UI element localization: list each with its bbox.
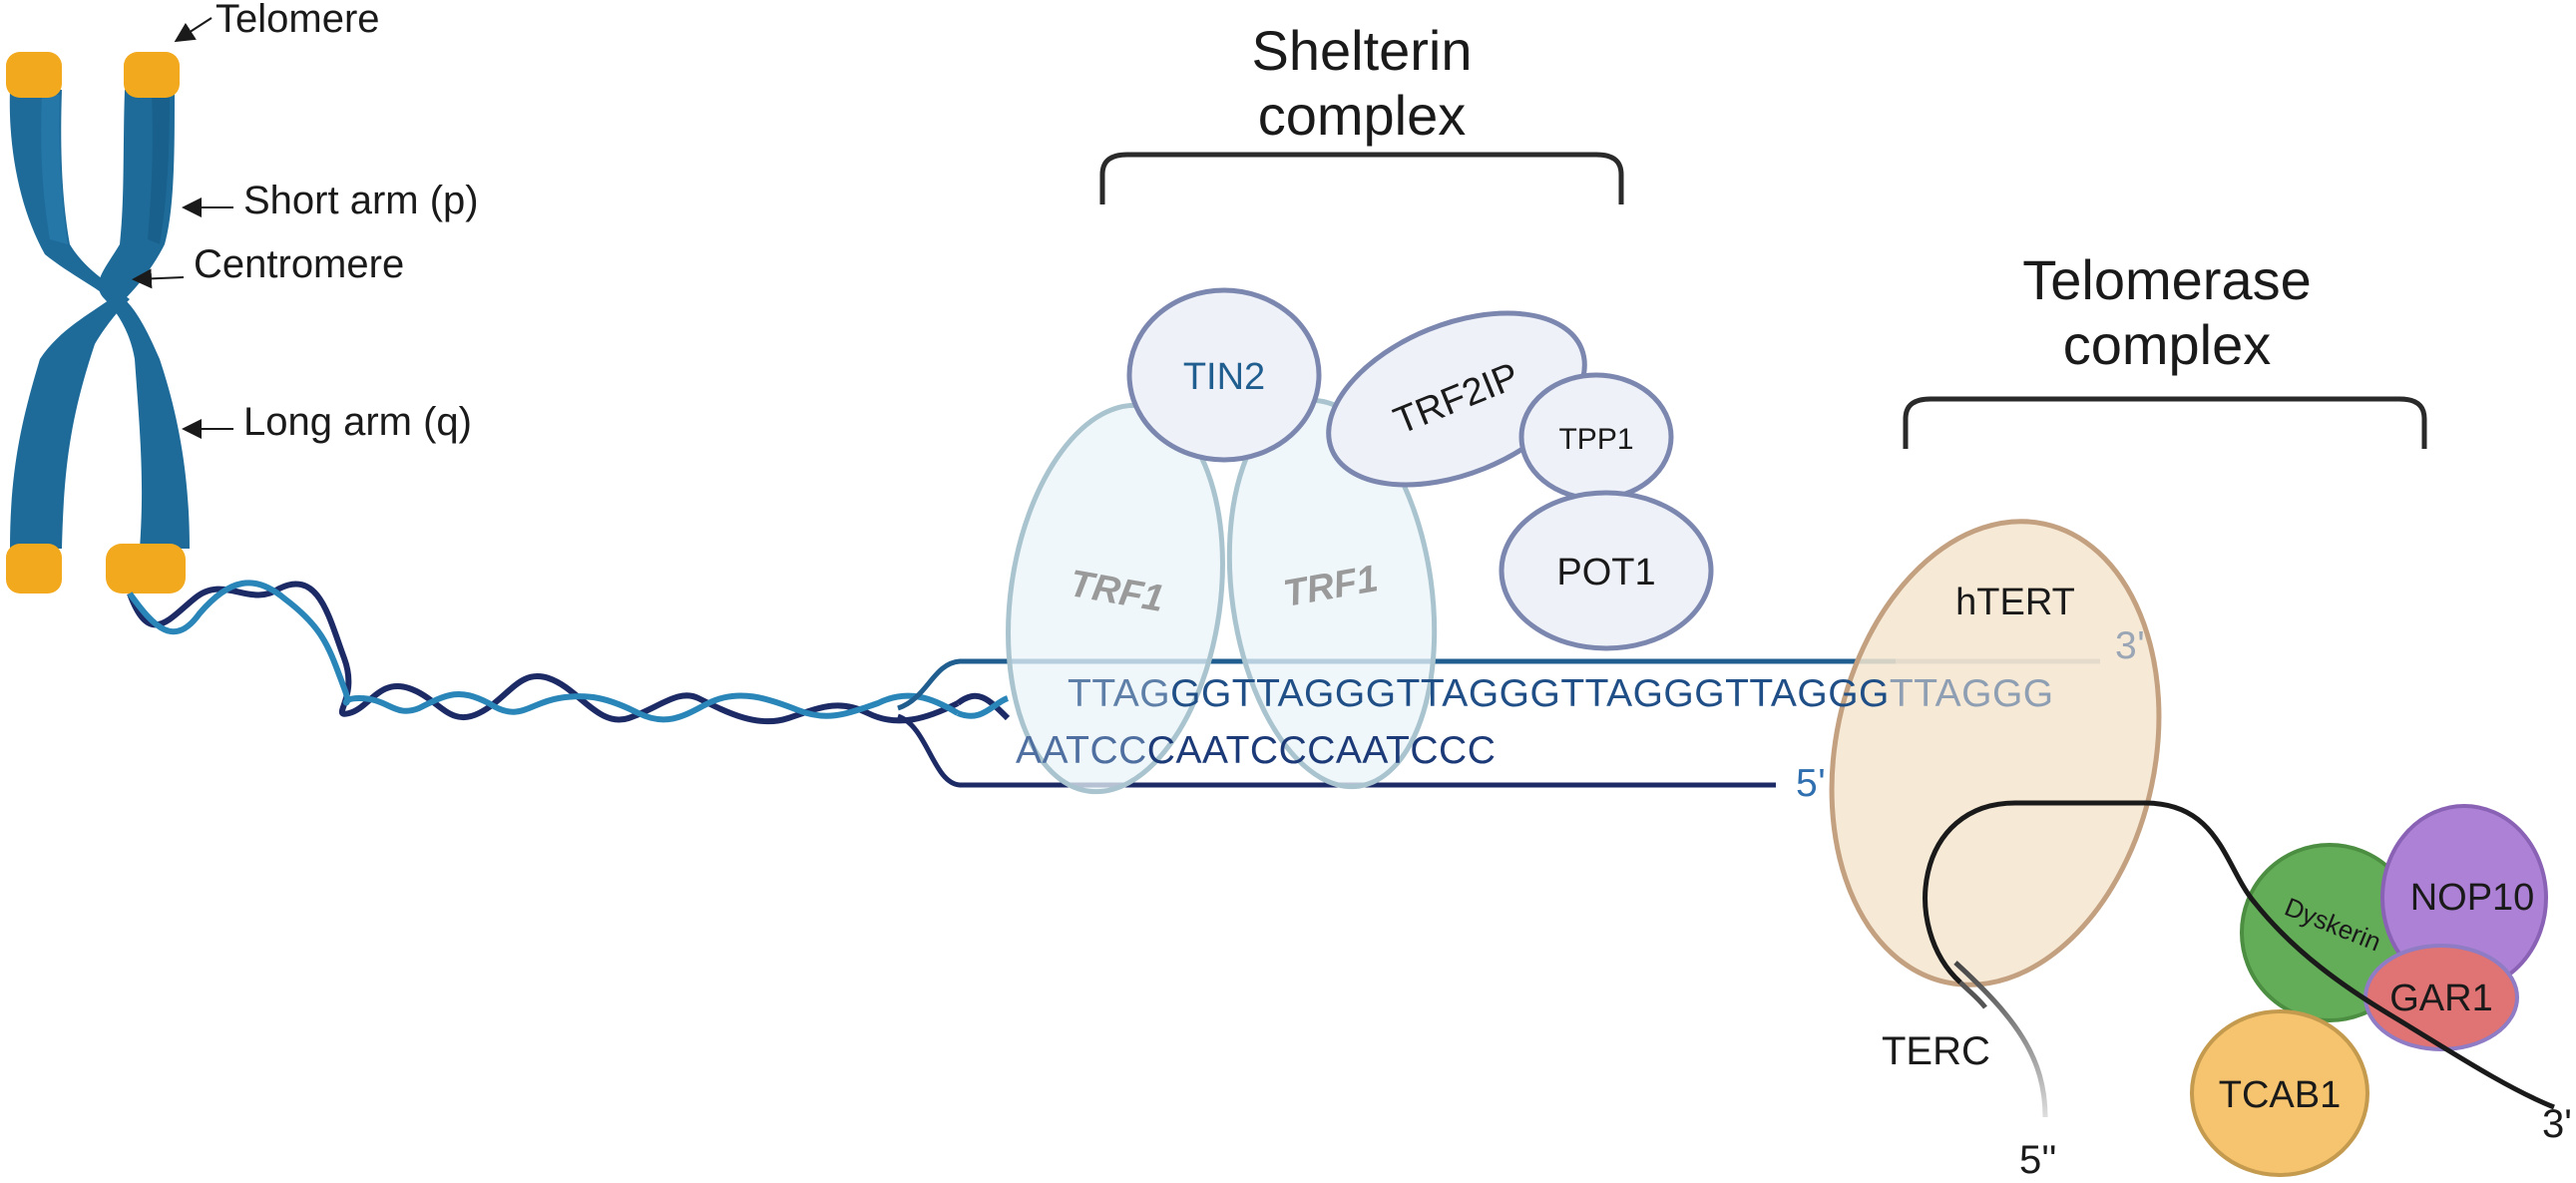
telomere-cap-bottom-left [6,544,62,593]
bottom-strand-end: 5' [1796,762,1826,805]
chromatid-left [9,90,131,549]
bottom-seq-prefix: AATCC [1016,729,1147,772]
label-short-arm: Short arm (p) [243,179,479,222]
nop10-label: NOP10 [2410,877,2535,919]
nop10: NOP10 [2380,804,2548,991]
top-strand-line [897,658,2100,711]
trf1-left: TRF1 [1006,402,1225,795]
top-strand-sequence: TTAGGGTTAGGGTTAGGGTTAGGGTTAGGGTTAGGG [1068,672,2054,715]
pot1-label: POT1 [1556,552,1655,593]
telomerase-bracket [1903,396,2427,449]
top-seq-suffix: TTAGGG [1890,672,2054,715]
label-telomere: Telomere [215,0,380,41]
top-strand-end: 3' [2115,624,2145,667]
rna-end-5: 5'' [2019,1138,2057,1178]
chromosome-labels: Telomere Short arm (p) Centromere Long a… [132,0,479,444]
gar1: GAR1 [2363,944,2519,1051]
label-centromere: Centromere [194,242,404,286]
chromatid-right [98,90,190,549]
tcab1: TCAB1 [2190,1009,2369,1177]
telomere-cap-bottom-right [106,544,186,593]
htert-label: hTERT [1955,582,2075,623]
gar1-label: GAR1 [2389,978,2492,1019]
dna-helix [127,580,1011,725]
bottom-strand-line [896,713,1776,788]
terc-rna-faded [1953,961,2048,1118]
tpp1: TPP1 [1518,372,1674,502]
telomere-cap-top-right [124,52,180,98]
helix-strand-b [127,580,960,723]
terc-rna [1923,800,2555,1110]
tin2-label: TIN2 [1183,356,1265,398]
label-long-arm: Long arm (q) [243,400,472,444]
tcab1-label: TCAB1 [2219,1074,2341,1116]
htert: hTERT [1829,519,2162,987]
trf1-right: TRF1 [1226,397,1438,790]
shelterin-bracket [1099,152,1624,204]
shelterin-title-line1: Shelterin [1251,19,1472,82]
chromosome [6,52,190,593]
pot1: POT1 [1499,490,1714,651]
shelterin-title-line2: complex [1258,84,1467,147]
telomerase-title-line2: complex [2063,313,2272,376]
terc-label: TERC [1882,1029,1990,1073]
rna-end-3: 3' [2542,1102,2572,1146]
top-seq-prefix: TTAG [1068,672,1170,715]
telomerase-title-line1: Telomerase [2022,248,2311,311]
top-seq-middle: GGTTAGGGTTAGGGTTAGGGTTAGGG [1170,672,1890,715]
tpp1-label: TPP1 [1558,423,1633,456]
bottom-strand-sequence: AATCCCAATCCCAATCCC [1016,729,1496,772]
telomere-cap-top-left [6,52,62,98]
tin2: TIN2 [1126,287,1322,463]
bottom-seq-middle: CAATCCCAATCCC [1147,729,1497,772]
